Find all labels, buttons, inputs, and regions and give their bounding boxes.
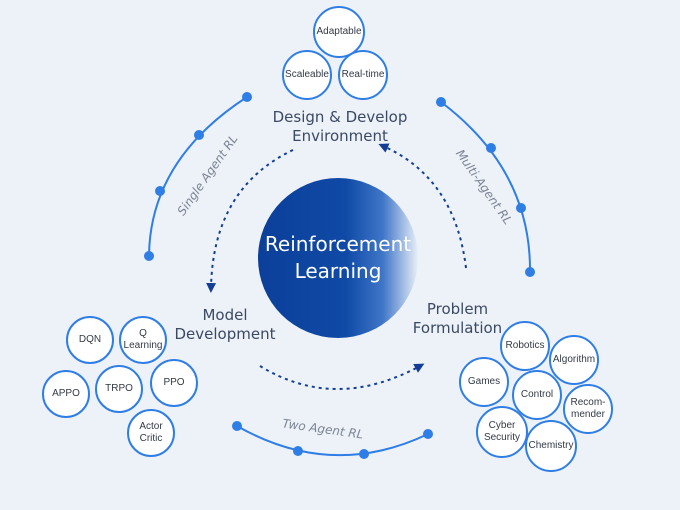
arc-dot: [436, 97, 446, 107]
arc-dot: [525, 267, 535, 277]
center-title: Reinforcement Learning: [264, 232, 412, 283]
algorithm-bubble-q-learning: Q Learning: [119, 316, 167, 364]
trait-bubble-realtime: Real-time: [338, 50, 388, 100]
problem-formulation-label: Problem Formulation: [412, 300, 503, 337]
algorithm-bubble-ppo: PPO: [150, 359, 198, 407]
multi-agent-arc: [440, 101, 532, 273]
trait-bubble-scaleable: Scaleable: [282, 50, 332, 100]
design-environment-label: Design & Develop Environment: [272, 108, 408, 145]
model-development-label: Model Development: [174, 306, 276, 343]
algorithm-bubble-actor-critic: Actor Critic: [127, 409, 175, 457]
cycle-arrow-model-to-problem: [259, 363, 425, 390]
algorithm-bubble-appo: APPO: [42, 370, 90, 418]
cycle-arrow-design-to-model: [206, 149, 294, 293]
algorithm-bubble-trpo: TRPO: [95, 365, 143, 413]
two-agent-arc: [236, 425, 429, 457]
application-bubble-recommender: Recom- mender: [563, 384, 613, 434]
arc-dot: [144, 251, 154, 261]
trait-bubble-adaptable: Adaptable: [313, 6, 365, 58]
application-bubble-chemistry: Chemistry: [525, 420, 577, 472]
application-bubble-cyber-security: Cyber Security: [476, 406, 528, 458]
arc-dot: [486, 143, 496, 153]
single-agent-arc: [148, 96, 248, 257]
application-bubble-control: Control: [512, 370, 562, 420]
arc-dot: [423, 429, 433, 439]
arc-dot: [232, 421, 242, 431]
application-bubble-games: Games: [459, 357, 509, 407]
center-circle: Reinforcement Learning: [258, 178, 418, 338]
application-bubble-algorithm: Algorithm: [549, 335, 599, 385]
arc-dot: [155, 186, 165, 196]
arc-dot: [516, 203, 526, 213]
arc-dot: [194, 130, 204, 140]
arc-dot: [242, 92, 252, 102]
arc-dot: [293, 446, 303, 456]
algorithm-bubble-dqn: DQN: [66, 316, 114, 364]
arc-dot: [359, 449, 369, 459]
application-bubble-robotics: Robotics: [500, 321, 550, 371]
